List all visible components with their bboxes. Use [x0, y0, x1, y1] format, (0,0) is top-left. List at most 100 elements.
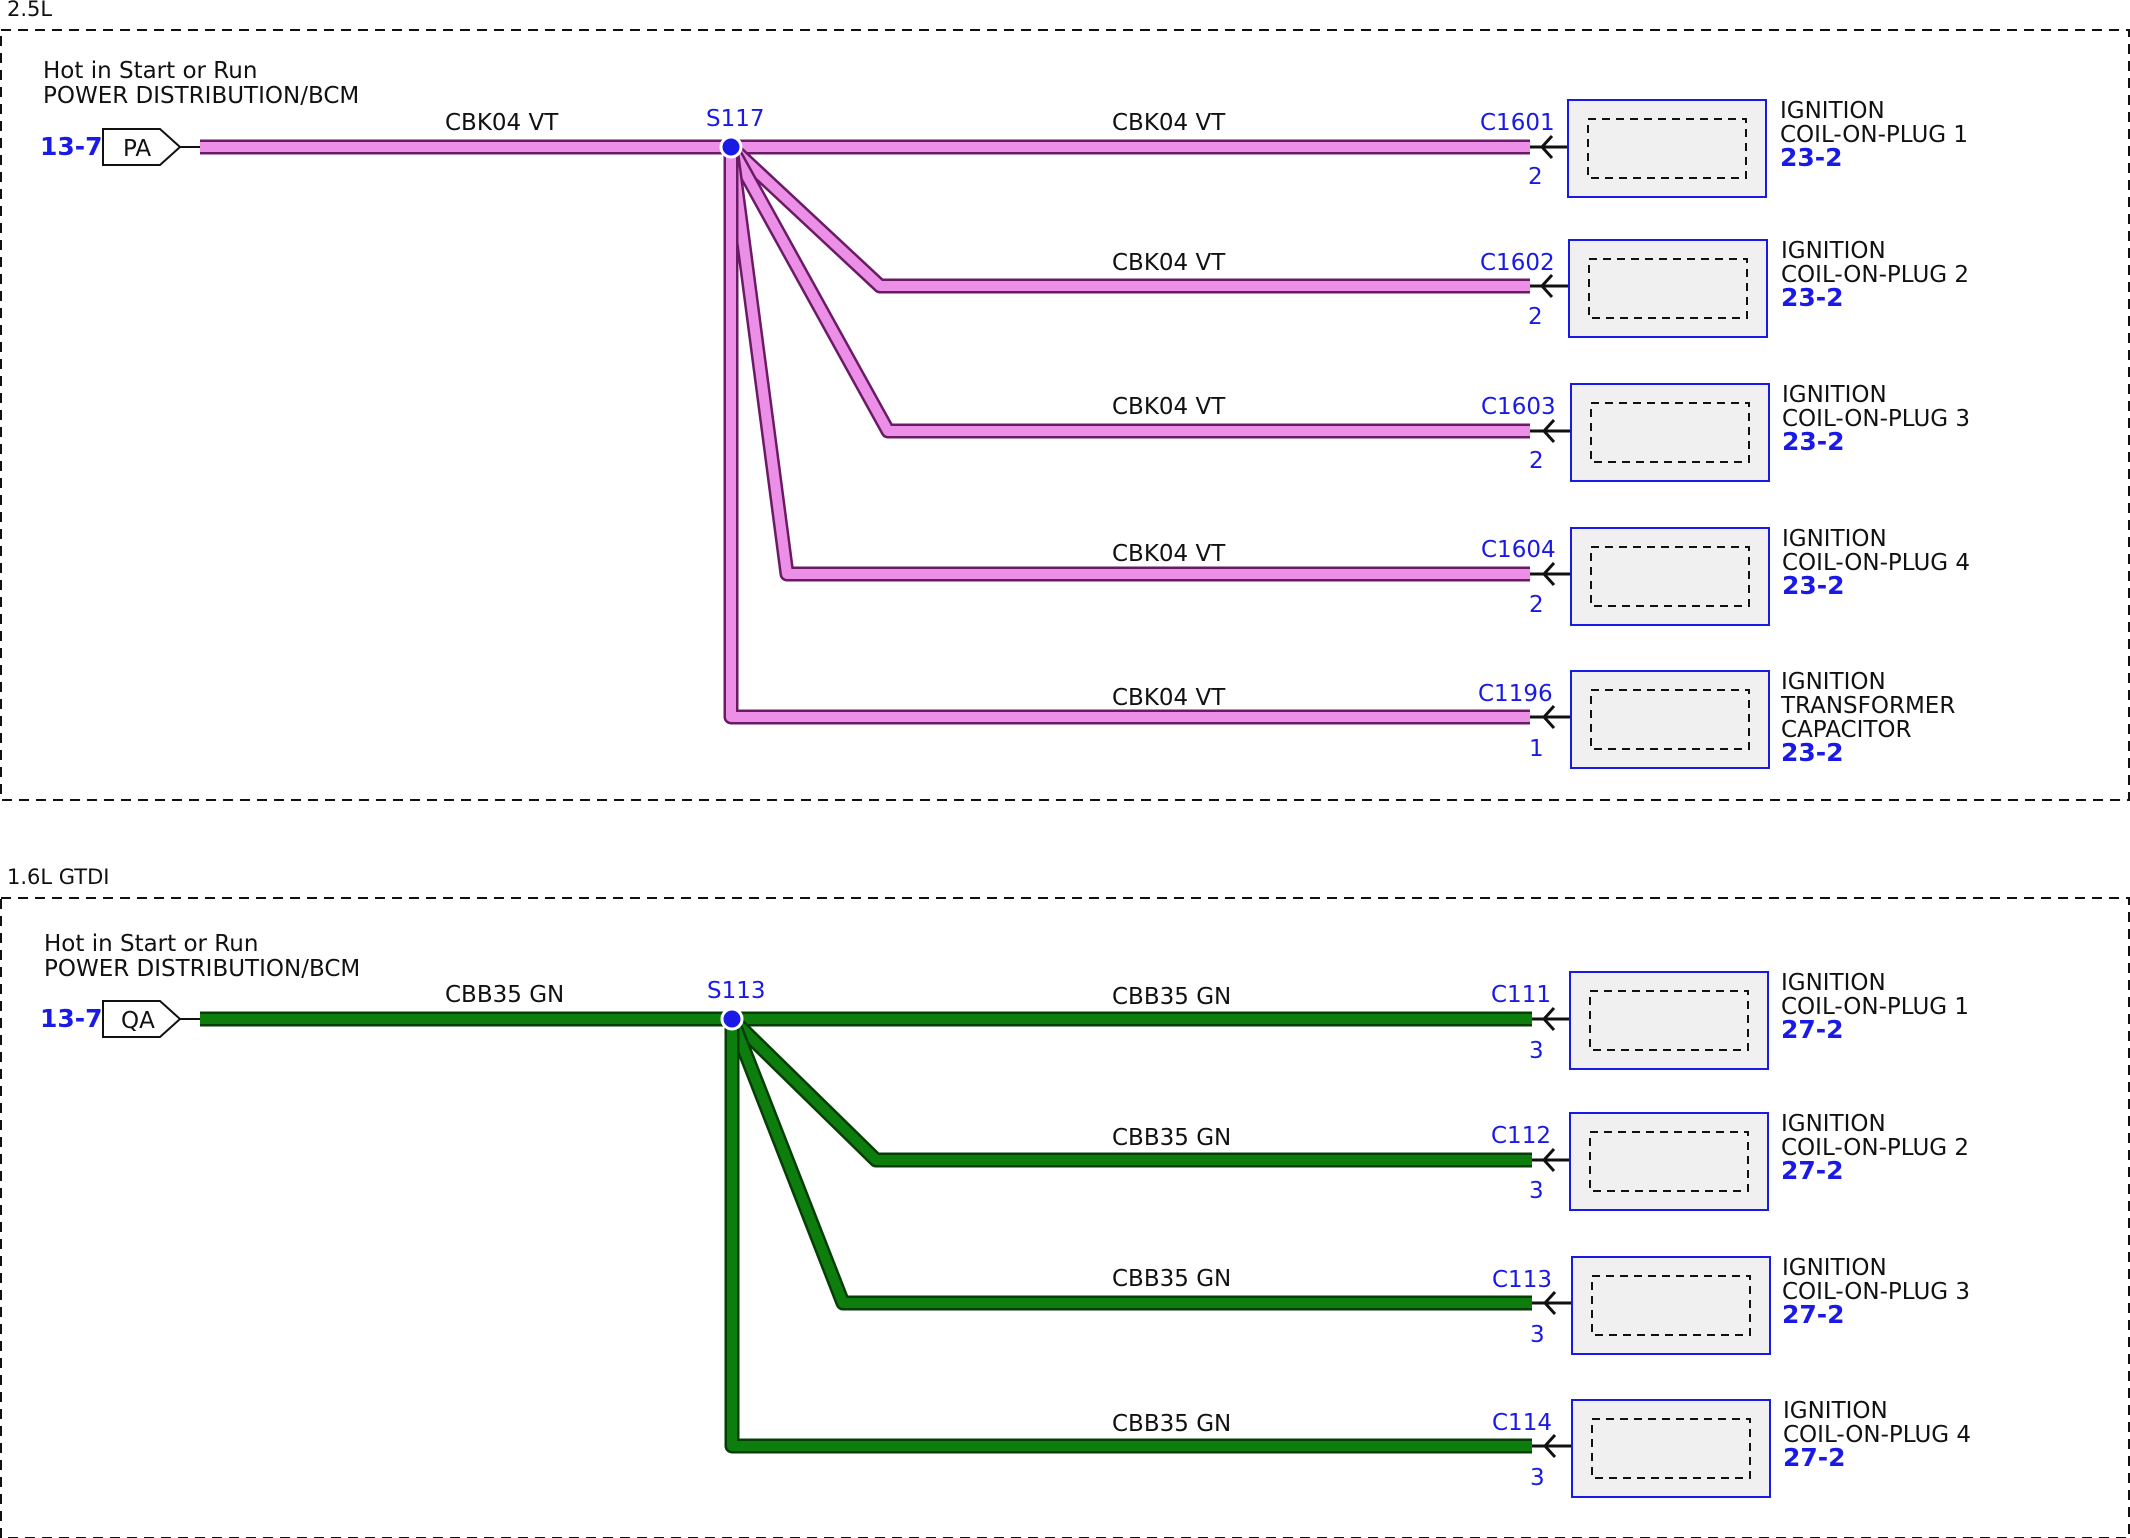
component-name-line: COIL-ON-PLUG 3	[1782, 1279, 1970, 1305]
component-ref-link[interactable]: 27-2	[1782, 1300, 1845, 1329]
connector-arrow-icon	[1530, 273, 1570, 299]
pin-number: 3	[1529, 1038, 1544, 1064]
component-name-line: IGNITION	[1782, 1255, 1887, 1281]
wires-gn	[200, 1011, 1532, 1454]
section-title: 2.5L	[7, 0, 52, 21]
wire-label: CBB35 GN	[1112, 1411, 1231, 1437]
pin-number: 3	[1530, 1465, 1545, 1491]
pin-number: 1	[1529, 736, 1544, 762]
connector-arrow-icon	[1530, 704, 1572, 730]
wire-branch-4	[723, 146, 1530, 582]
wire-label: CBB35 GN	[1112, 984, 1231, 1010]
branch-c113: CBB35 GN C113 3 IGNITION COIL-ON-PLUG 3 …	[1112, 1255, 1970, 1355]
splice-dot[interactable]	[720, 1007, 744, 1031]
branch-c1604: CBK04 VT C1604 2 IGNITION COIL-ON-PLUG 4…	[1112, 526, 1970, 626]
wire-label: CBK04 VT	[1112, 541, 1226, 567]
component-inner	[1588, 258, 1748, 319]
component-box[interactable]	[1569, 971, 1769, 1070]
component-name-line: IGNITION	[1781, 238, 1886, 264]
connector-label: C113	[1492, 1267, 1552, 1293]
section-frame	[0, 897, 2130, 1538]
component-box[interactable]	[1568, 239, 1768, 338]
wire-label: CBK04 VT	[1112, 685, 1226, 711]
component-name-line: COIL-ON-PLUG 2	[1781, 262, 1969, 288]
component-ref-link[interactable]: 23-2	[1781, 283, 1844, 312]
component-inner	[1591, 1418, 1751, 1479]
component-name-line: IGNITION	[1780, 98, 1885, 124]
component-box[interactable]	[1570, 527, 1770, 626]
component-inner	[1590, 689, 1750, 750]
source-name: POWER DISTRIBUTION/BCM	[44, 956, 360, 982]
component-ref-link[interactable]: 23-2	[1782, 427, 1845, 456]
pin-number: 3	[1529, 1178, 1544, 1204]
connector-label: C112	[1491, 1123, 1551, 1149]
splice-dot[interactable]	[719, 135, 743, 159]
branch-c112: CBB35 GN C112 3 IGNITION COIL-ON-PLUG 2 …	[1112, 1111, 1969, 1211]
component-box[interactable]	[1570, 670, 1770, 769]
component-ref-link[interactable]: 27-2	[1781, 1015, 1844, 1044]
wire-label: CBB35 GN	[445, 982, 564, 1008]
connector-arrow-icon	[1530, 134, 1570, 160]
component-box[interactable]	[1571, 1399, 1771, 1498]
component-name-line: COIL-ON-PLUG 1	[1780, 122, 1968, 148]
component-box[interactable]	[1570, 383, 1770, 482]
component-inner	[1589, 990, 1749, 1051]
source-pin-label: PA	[123, 136, 151, 162]
component-name-line: TRANSFORMER	[1780, 693, 1955, 719]
connector-arrow-icon	[1532, 1433, 1573, 1459]
connector-label: C1196	[1478, 681, 1553, 707]
component-name-line: IGNITION	[1782, 526, 1887, 552]
component-ref-link[interactable]: 27-2	[1781, 1156, 1844, 1185]
component-name-line: IGNITION	[1781, 970, 1886, 996]
source-ref-link[interactable]: 13-7	[40, 132, 103, 161]
section-2-5l: 2.5L Hot in Start or Run POWER DISTRIBUT…	[0, 0, 2130, 801]
wire-label: CBK04 VT	[1112, 250, 1226, 276]
splice-label: S117	[706, 106, 765, 132]
component-ref-link[interactable]: 23-2	[1782, 571, 1845, 600]
splice-label: S113	[707, 978, 766, 1004]
source-ref-link[interactable]: 13-7	[40, 1004, 103, 1033]
component-name-line: CAPACITOR	[1781, 717, 1912, 743]
connector-label: C111	[1491, 982, 1551, 1008]
component-ref-link[interactable]: 27-2	[1783, 1443, 1846, 1472]
component-name-line: IGNITION	[1781, 669, 1886, 695]
component-name-line: COIL-ON-PLUG 1	[1781, 994, 1969, 1020]
component-inner	[1589, 1131, 1749, 1192]
component-box[interactable]	[1569, 1112, 1769, 1211]
connector-arrow-icon	[1532, 1147, 1572, 1173]
component-name-line: COIL-ON-PLUG 3	[1782, 406, 1970, 432]
component-box[interactable]	[1571, 1256, 1771, 1355]
pin-number: 2	[1528, 304, 1543, 330]
wire-label: CBK04 VT	[1112, 110, 1226, 136]
source-condition: Hot in Start or Run	[43, 58, 257, 84]
connector-arrow-icon	[1530, 418, 1572, 444]
pin-number: 2	[1528, 164, 1543, 190]
component-box[interactable]	[1567, 99, 1767, 198]
component-name-line: COIL-ON-PLUG 2	[1781, 1135, 1969, 1161]
component-inner	[1590, 402, 1750, 463]
pin-number: 2	[1529, 448, 1544, 474]
wire-label: CBK04 VT	[1112, 394, 1226, 420]
component-inner	[1587, 118, 1747, 179]
wire-branch-3	[725, 1016, 1532, 1311]
wires-vt	[200, 139, 1530, 725]
wire-branch-2	[726, 1013, 1532, 1168]
branch-c1196: CBK04 VT C1196 1 IGNITION TRANSFORMER CA…	[1112, 669, 1955, 769]
source-name: POWER DISTRIBUTION/BCM	[43, 83, 359, 109]
wire-label: CBB35 GN	[1112, 1266, 1231, 1292]
section-frame	[0, 29, 2130, 801]
component-ref-link[interactable]: 23-2	[1780, 143, 1843, 172]
component-name-line: IGNITION	[1782, 382, 1887, 408]
section-1-6l-gtdi: 1.6L GTDI Hot in Start or Run POWER DIST…	[0, 865, 2130, 1538]
source-condition: Hot in Start or Run	[44, 931, 258, 957]
component-name-line: COIL-ON-PLUG 4	[1782, 550, 1970, 576]
source-pin-flag: PA	[102, 128, 182, 166]
component-inner	[1590, 546, 1750, 607]
component-ref-link[interactable]: 23-2	[1781, 738, 1844, 767]
connector-label: C114	[1492, 1410, 1552, 1436]
component-name-line: COIL-ON-PLUG 4	[1783, 1422, 1971, 1448]
component-inner	[1591, 1275, 1751, 1336]
pin-number: 3	[1530, 1322, 1545, 1348]
pin-number: 2	[1529, 592, 1544, 618]
